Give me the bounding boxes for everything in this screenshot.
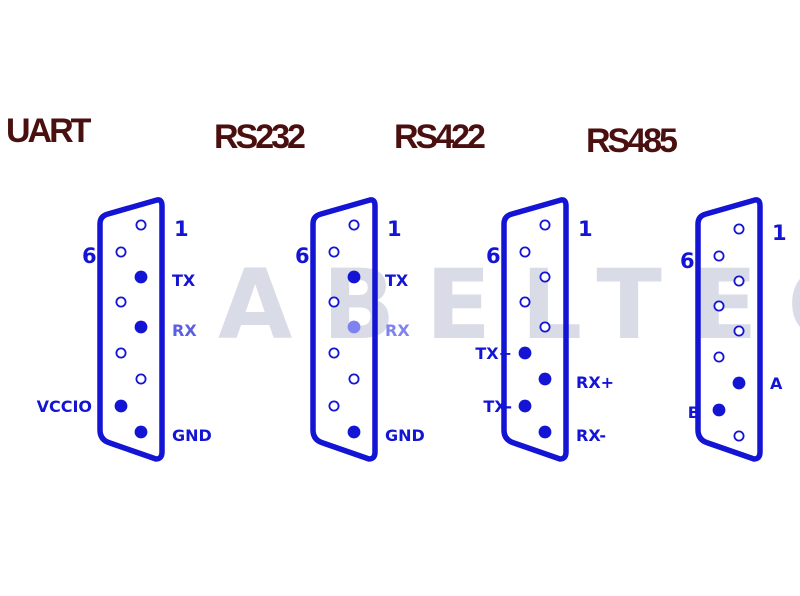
pin-6-number: 6 <box>295 244 310 268</box>
pin-3-hollow <box>539 321 551 333</box>
signal-label-tx: TX <box>172 271 196 290</box>
pin-8-filled <box>518 346 532 360</box>
pin-9-filled <box>114 399 128 413</box>
pin-8-hollow <box>328 347 340 359</box>
pin-6-number: 6 <box>680 249 695 273</box>
signal-label-vccio: VCCIO <box>37 397 92 416</box>
pin-2-hollow <box>539 271 551 283</box>
connector-rs422: 1 6RX+ RX- TX+ TX- <box>475 197 614 462</box>
pin-2-hollow <box>733 275 745 287</box>
signal-label-tx: TX <box>385 271 409 290</box>
pin-1-hollow <box>733 223 745 235</box>
pin-7-hollow <box>713 300 725 312</box>
pin-4-hollow <box>135 373 147 385</box>
pin-1-number: 1 <box>772 221 787 245</box>
pin-1-number: 1 <box>578 217 593 241</box>
uart-title: UART <box>6 112 91 150</box>
connector-shell <box>695 197 763 462</box>
rs422-title: RS422 <box>394 118 486 156</box>
pin-1-number: 1 <box>174 217 189 241</box>
pin-8-hollow <box>115 347 127 359</box>
connector-shell <box>501 197 569 462</box>
signal-label-txminus: TX- <box>483 397 512 416</box>
pin-9-filled <box>518 399 532 413</box>
connector-rs232: 1 6TX RX GND <box>295 197 425 462</box>
pin-3-hollow <box>733 325 745 337</box>
pin-6-number: 6 <box>486 244 501 268</box>
pin-4-filled <box>538 372 552 386</box>
pin-6-hollow <box>115 246 127 258</box>
pin-6-hollow <box>713 250 725 262</box>
pin-7-hollow <box>519 296 531 308</box>
signal-label-rx: RX <box>172 321 197 340</box>
pin-1-hollow <box>348 219 360 231</box>
signal-label-rxplus: RX+ <box>576 373 614 392</box>
pin-1-number: 1 <box>387 217 402 241</box>
pin-4-hollow <box>348 373 360 385</box>
pin-9-hollow <box>328 400 340 412</box>
connector-shell <box>97 197 165 462</box>
signal-label-a: A <box>770 374 783 393</box>
pin-3-filled <box>134 320 148 334</box>
signal-label-b: B <box>688 403 700 422</box>
signal-label-gnd: GND <box>172 426 212 445</box>
pin-1-hollow <box>539 219 551 231</box>
signal-label-rxminus: RX- <box>576 426 606 445</box>
signal-label-txplus: TX+ <box>475 344 512 363</box>
pin-2-filled <box>347 270 361 284</box>
pin-4-filled <box>732 376 746 390</box>
pin-7-hollow <box>328 296 340 308</box>
pin-5-hollow <box>733 430 745 442</box>
pin-8-hollow <box>713 351 725 363</box>
pin-1-hollow <box>135 219 147 231</box>
pin-7-hollow <box>115 296 127 308</box>
pin-6-hollow <box>328 246 340 258</box>
pin-5-filled <box>538 425 552 439</box>
pin-6-number: 6 <box>82 244 97 268</box>
pin-5-filled <box>347 425 361 439</box>
connector-rs485: 1 6A B <box>680 197 787 462</box>
pin-3-faded <box>347 320 361 334</box>
pin-6-hollow <box>519 246 531 258</box>
rs232-title: RS232 <box>214 118 306 156</box>
connector-uart: 1 6TX RX GND VCCIO <box>37 197 212 462</box>
pin-5-filled <box>134 425 148 439</box>
connector-shell <box>310 197 378 462</box>
signal-label-rx: RX <box>385 321 410 340</box>
signal-label-gnd: GND <box>385 426 425 445</box>
rs485-title: RS485 <box>586 122 678 160</box>
pin-2-filled <box>134 270 148 284</box>
connectors-layer: 1 6TX RX GND VCCIO 1 6TX RX GND 1 6RX+ RX- TX+ TX- 1 6A… <box>37 197 787 462</box>
pin-9-filled <box>712 403 726 417</box>
